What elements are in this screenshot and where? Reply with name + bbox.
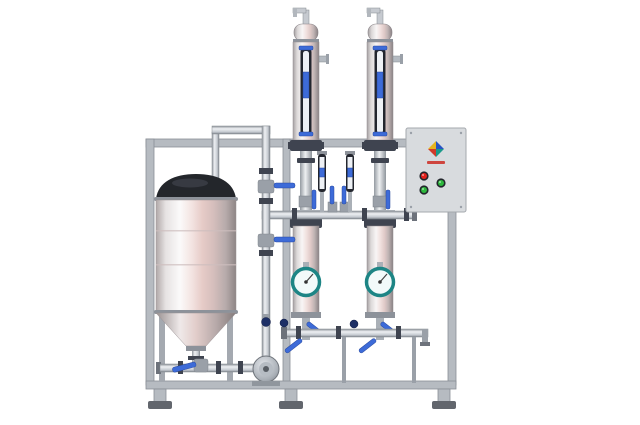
foot-pad-mid — [279, 401, 303, 409]
tank-shell — [155, 199, 237, 313]
flow-indicators — [317, 151, 355, 212]
drain-clamp-1 — [296, 326, 301, 339]
manifold-clamp-1 — [292, 208, 297, 221]
indicator-highlight — [439, 181, 441, 183]
manifold-end-cap — [412, 209, 417, 221]
drain-support-rod-2 — [412, 337, 416, 383]
frame-leg-mid — [284, 388, 298, 403]
tank-outlet-flange — [186, 346, 206, 351]
indicator-highlight — [422, 174, 424, 176]
drain-knob-2 — [349, 319, 359, 329]
feed-valve-lever-1 — [273, 182, 296, 189]
drain-support-rod-1 — [342, 337, 346, 383]
column-2 — [360, 6, 405, 342]
feed-ball-valve-knob — [261, 317, 271, 327]
manifold-pipe — [261, 210, 415, 220]
feed-valve-body-2 — [257, 233, 275, 248]
foot-pad-right — [432, 401, 456, 409]
pump-hub — [263, 366, 269, 372]
flow-indicator-float-1 — [319, 167, 325, 178]
panel-screw — [459, 205, 463, 209]
manifold-valve-lever-2 — [341, 185, 347, 205]
indicator-lens-red — [421, 173, 427, 179]
feed-clamp-1 — [259, 168, 273, 174]
tank-riser-pipe — [211, 131, 220, 181]
manifold-clamp-3 — [404, 208, 409, 221]
flow-indicator-float-2 — [347, 167, 353, 178]
discharge-left-cap — [156, 362, 161, 374]
flow-indicator-drop-2 — [348, 192, 352, 212]
drain-left-cap — [281, 327, 287, 339]
pump-base — [252, 381, 280, 386]
tank-discharge-line — [156, 355, 280, 386]
indicator-light-green-1[interactable] — [419, 185, 429, 195]
tank-weld-seam-1 — [156, 230, 236, 232]
frame-bottom-rail — [145, 380, 457, 390]
logo-quadrant-nw — [428, 141, 436, 149]
frame-left-post — [145, 138, 155, 386]
logo-quadrant-sw — [428, 149, 436, 157]
tank-dome-highlight — [172, 178, 208, 188]
control-panel — [405, 127, 467, 213]
feed-valve-lever-2 — [273, 236, 296, 243]
brand-logo-icon — [428, 141, 444, 157]
feed-manifold — [261, 185, 417, 221]
discharge-clamp-2 — [216, 361, 221, 374]
drain-pipe — [285, 328, 429, 338]
panel-screw — [459, 131, 463, 135]
drain-clamp-3 — [396, 326, 401, 339]
indicator-light-green-2[interactable] — [436, 178, 446, 188]
drain-valve-lever-group-2 — [358, 338, 377, 354]
discharge-valve-lever — [172, 361, 197, 373]
drain-valve-lever-1 — [284, 338, 303, 354]
indicator-light-red[interactable] — [419, 171, 429, 181]
panel-screw — [409, 131, 413, 135]
logo-quadrant-se — [436, 149, 444, 157]
feed-valve-body-1 — [257, 179, 275, 194]
manifold-clamp-2 — [362, 208, 367, 221]
indicator-highlight — [422, 188, 424, 190]
logo-quadrant-ne — [436, 141, 444, 149]
discharge-clamp-3 — [238, 361, 243, 374]
manifold-valve-lever-1 — [329, 185, 335, 205]
feed-tank — [154, 125, 271, 382]
discharge-valve-lever-group — [172, 361, 197, 373]
drain-valve-lever-group-1 — [284, 338, 303, 354]
indicator-lens-green — [421, 187, 427, 193]
indicator-lens-green — [438, 180, 444, 186]
drain-clamp-2 — [336, 326, 341, 339]
feed-clamp-2 — [259, 198, 273, 204]
flow-indicator-cap-2 — [345, 151, 355, 155]
drain-valve-lever-2 — [358, 338, 377, 354]
tank-overhead-pipe — [211, 125, 271, 135]
flow-indicator-drop-1 — [320, 192, 324, 212]
drain-knob-1 — [279, 318, 289, 328]
drain-right-cap — [420, 342, 430, 346]
tank-cone-bottom — [155, 312, 237, 347]
brand-mark — [427, 161, 445, 164]
tank-weld-seam-2 — [156, 264, 236, 266]
tank-outlet-clamp — [188, 356, 204, 360]
control-panel-enclosure — [405, 127, 467, 213]
drain-line — [279, 318, 430, 383]
foot-pad-left — [148, 401, 172, 409]
frame-leg-right — [437, 388, 451, 403]
frame-leg-left — [153, 388, 167, 403]
panel-screw — [409, 205, 413, 209]
feed-line — [257, 125, 296, 363]
feed-clamp-3 — [259, 250, 273, 256]
drain-right-elbow — [422, 329, 428, 343]
flow-indicator-cap-1 — [317, 151, 327, 155]
